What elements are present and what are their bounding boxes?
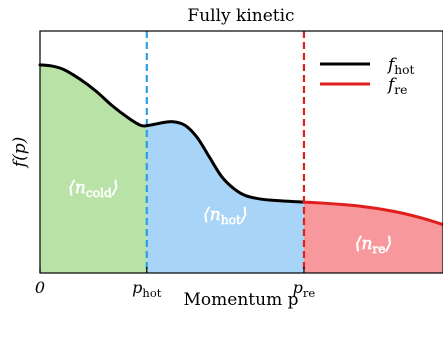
threshold-lines	[145, 31, 306, 273]
chart-title: Fully kinetic	[187, 6, 294, 26]
region-fills	[40, 64, 443, 273]
x-tick-label-3: pre	[293, 278, 316, 300]
region-labels: ⟨ncold⟩ ⟨nhot⟩ ⟨nre⟩	[68, 178, 392, 256]
region-label-3: ⟨nre⟩	[355, 234, 392, 256]
region-fill-3	[303, 202, 443, 273]
series-line-1	[38, 63, 306, 204]
x-axis-label: Momentum p	[184, 290, 299, 310]
series-line-2	[302, 200, 443, 227]
region-label-2: ⟨nhot⟩	[203, 205, 247, 227]
region-label-1: ⟨ncold⟩	[68, 178, 118, 200]
plot-frame	[39, 30, 443, 274]
legend-label-1: fhot	[386, 55, 415, 77]
region-fill-1	[40, 64, 147, 273]
region-fill-2	[146, 121, 304, 273]
x-tick-label-1: 0	[35, 278, 45, 297]
y-axis-label: f(p)	[10, 137, 30, 169]
curves	[38, 63, 443, 227]
x-tick-label-2: phot	[132, 278, 162, 300]
legend-label-2: fre	[386, 75, 407, 97]
axis-ticks: 0 phot pre	[35, 267, 316, 300]
